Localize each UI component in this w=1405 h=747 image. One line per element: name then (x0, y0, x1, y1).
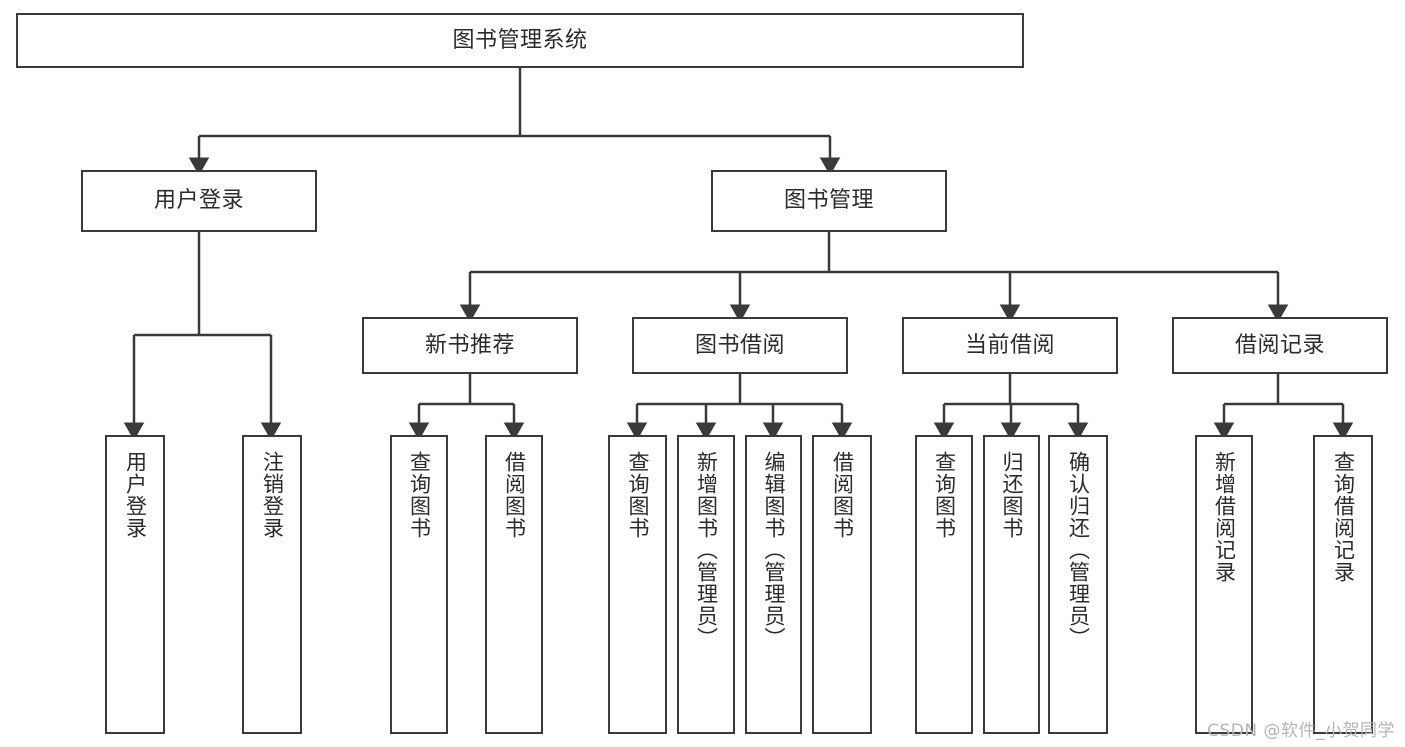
node-book-manage[interactable]: 图书管理 (711, 170, 947, 232)
node-leaf-query-book-3-label: 查询图书 (932, 451, 957, 539)
node-book-borrow[interactable]: 图书借阅 (632, 317, 848, 374)
node-leaf-add-book-label: 新增图书（管理员） (694, 451, 719, 649)
node-current-borrow[interactable]: 当前借阅 (902, 317, 1118, 374)
node-leaf-user-login-label: 用户登录 (123, 451, 148, 539)
node-leaf-edit-book-label: 编辑图书（管理员） (761, 451, 786, 649)
node-leaf-borrow-book-2[interactable]: 借阅图书 (812, 435, 872, 734)
node-leaf-user-logout[interactable]: 注销登录 (242, 435, 302, 734)
node-borrow-record[interactable]: 借阅记录 (1172, 317, 1388, 374)
node-leaf-user-login[interactable]: 用户登录 (105, 435, 165, 734)
node-leaf-user-logout-label: 注销登录 (260, 451, 285, 539)
node-leaf-borrow-book-2-label: 借阅图书 (830, 451, 855, 539)
node-user-login-label: 用户登录 (153, 188, 244, 214)
node-leaf-add-book[interactable]: 新增图书（管理员） (677, 435, 735, 734)
node-current-borrow-label: 当前借阅 (964, 332, 1055, 358)
node-leaf-query-book-1-label: 查询图书 (407, 451, 432, 539)
node-leaf-edit-book[interactable]: 编辑图书（管理员） (745, 435, 802, 734)
node-leaf-return-book-label: 归还图书 (999, 451, 1024, 539)
node-leaf-query-record-label: 查询借阅记录 (1331, 451, 1356, 583)
node-leaf-borrow-book-1[interactable]: 借阅图书 (485, 435, 543, 734)
node-leaf-query-book-2[interactable]: 查询图书 (608, 435, 667, 734)
node-leaf-add-record[interactable]: 新增借阅记录 (1195, 435, 1253, 734)
node-leaf-query-book-2-label: 查询图书 (625, 451, 650, 539)
node-leaf-confirm-return[interactable]: 确认归还（管理员） (1048, 435, 1108, 734)
csdn-watermark: CSDN @软件_小贺同学 (1207, 721, 1395, 741)
node-leaf-confirm-return-label: 确认归还（管理员） (1066, 451, 1091, 649)
node-leaf-add-record-label: 新增借阅记录 (1212, 451, 1237, 583)
node-leaf-return-book[interactable]: 归还图书 (983, 435, 1040, 734)
node-book-borrow-label: 图书借阅 (694, 332, 785, 358)
node-leaf-query-book-3[interactable]: 查询图书 (915, 435, 973, 734)
node-new-book-recommend-label: 新书推荐 (424, 332, 515, 358)
node-root-label: 图书管理系统 (452, 27, 588, 53)
node-borrow-record-label: 借阅记录 (1234, 332, 1325, 358)
node-leaf-query-record[interactable]: 查询借阅记录 (1313, 435, 1373, 734)
node-book-manage-label: 图书管理 (783, 188, 874, 214)
node-leaf-query-book-1[interactable]: 查询图书 (390, 435, 448, 734)
node-root[interactable]: 图书管理系统 (16, 13, 1024, 68)
node-new-book-recommend[interactable]: 新书推荐 (362, 317, 578, 374)
node-leaf-borrow-book-1-label: 借阅图书 (502, 451, 527, 539)
node-user-login[interactable]: 用户登录 (81, 170, 317, 232)
